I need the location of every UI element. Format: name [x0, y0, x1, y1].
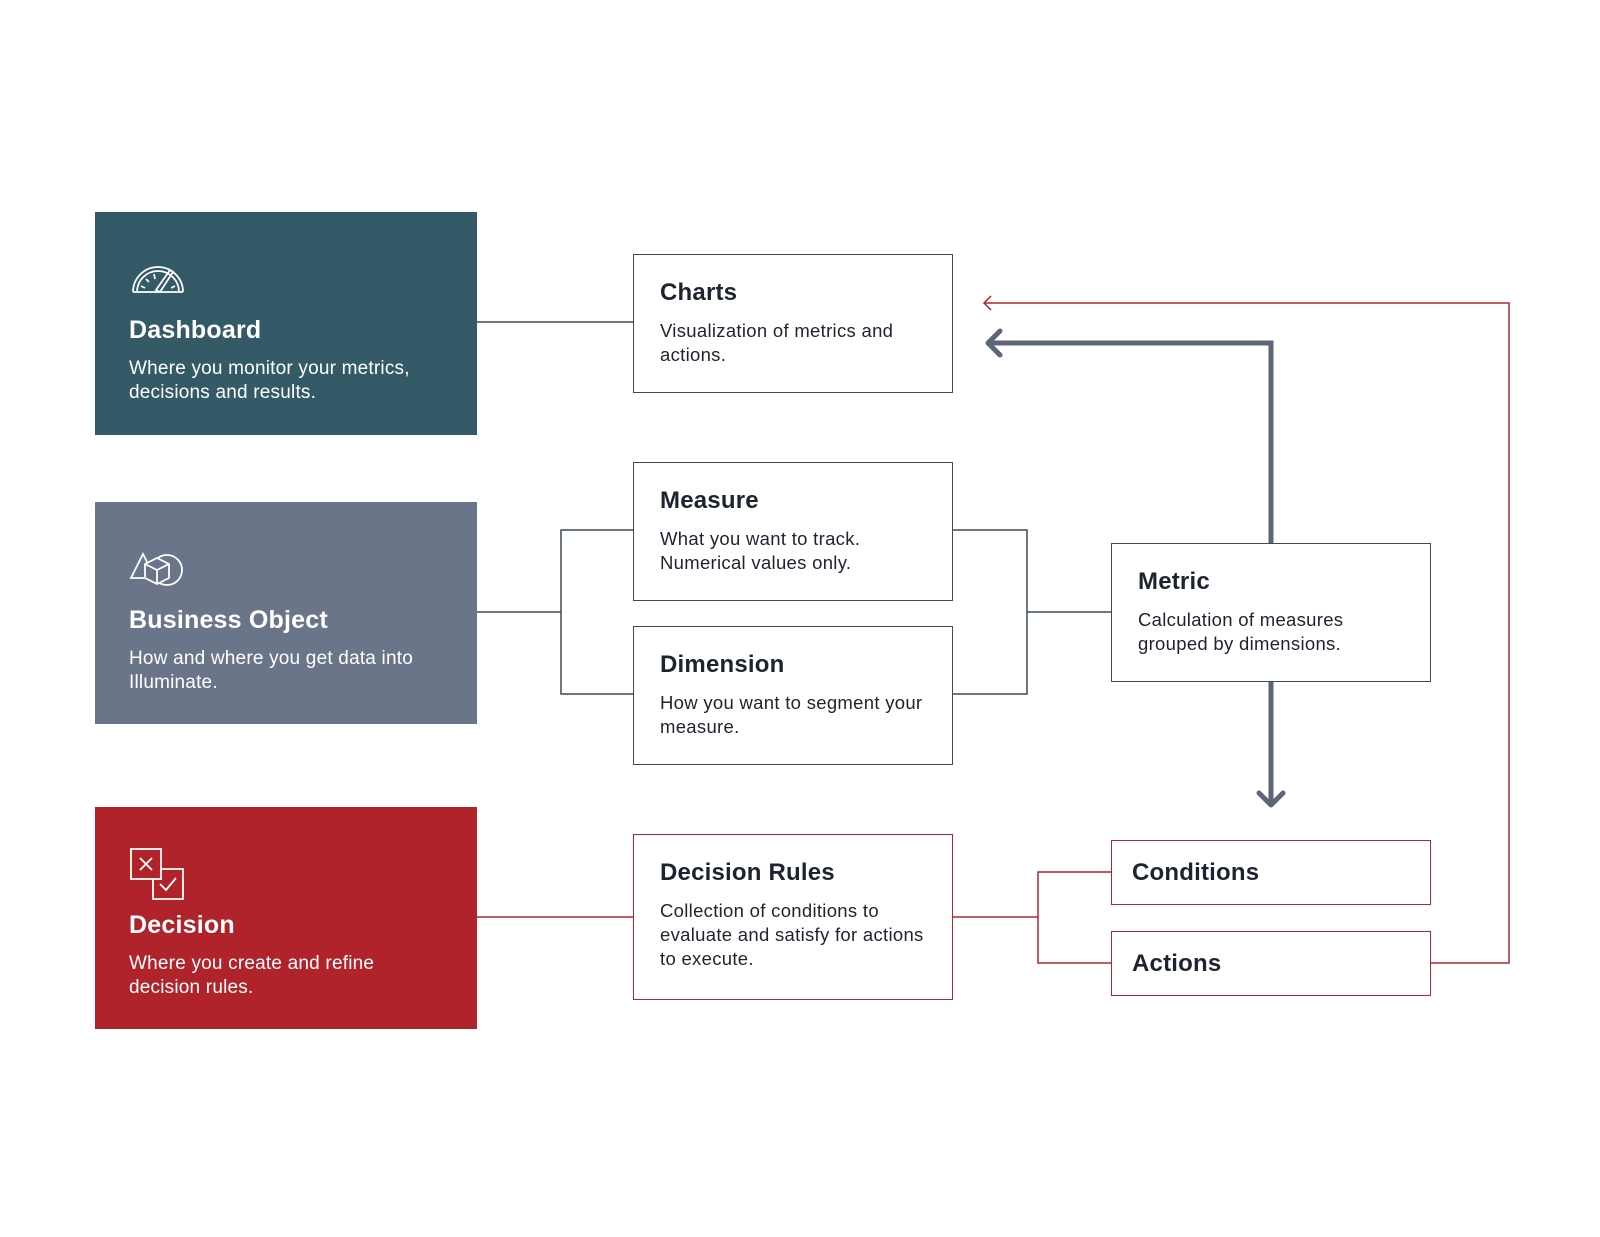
- dashboard-title: Dashboard: [129, 316, 262, 344]
- dimension-node: Dimension How you want to segment your m…: [633, 626, 953, 765]
- feedback-actions-to-charts: [984, 302, 1510, 964]
- measure-node: Measure What you want to track. Numerica…: [633, 462, 953, 601]
- dimension-title: Dimension: [660, 651, 785, 678]
- gauge-icon: [132, 266, 184, 294]
- dashboard-desc: Where you monitor your metrics, decision…: [129, 358, 410, 403]
- shapes-icon: [129, 551, 183, 586]
- decision-rules-node: Decision Rules Collection of conditions …: [633, 834, 953, 1000]
- metric-node: Metric Calculation of measures grouped b…: [1111, 543, 1431, 682]
- charts-title: Charts: [660, 279, 738, 306]
- actions-title: Actions: [1132, 949, 1222, 977]
- connector-bracket-left: [560, 529, 633, 695]
- actions-node: Actions: [1111, 931, 1431, 996]
- connector-bracket-right: [953, 529, 1028, 695]
- conditions-node: Conditions: [1111, 840, 1431, 905]
- metric-title: Metric: [1138, 568, 1210, 595]
- charts-node: Charts Visualization of metrics and acti…: [633, 254, 953, 393]
- charts-desc: Visualization of metrics and actions.: [660, 320, 894, 365]
- arrowhead-feedback: [982, 295, 992, 311]
- conditions-title: Conditions: [1132, 858, 1260, 886]
- connector-branch-cond-act: [1037, 871, 1111, 964]
- dashboard-card: Dashboard Where you monitor your metrics…: [95, 212, 477, 435]
- business-object-title: Business Object: [129, 606, 328, 634]
- business-object-desc: How and where you get data into Illumina…: [129, 648, 413, 693]
- decision-rules-desc: Collection of conditions to evaluate and…: [660, 900, 924, 969]
- measure-desc: What you want to track. Numerical values…: [660, 528, 861, 573]
- decision-rules-title: Decision Rules: [660, 859, 835, 886]
- decision-title: Decision: [129, 911, 235, 939]
- flow-arrow-metric-to-charts: [988, 340, 1274, 543]
- decision-desc: Where you create and refine decision rul…: [129, 953, 375, 998]
- metric-desc: Calculation of measures grouped by dimen…: [1138, 609, 1344, 654]
- measure-title: Measure: [660, 487, 759, 514]
- decision-checkbox-icon: [130, 848, 184, 900]
- arrowhead-charts: [985, 328, 1003, 358]
- dimension-desc: How you want to segment your measure.: [660, 692, 923, 737]
- business-object-card: Business Object How and where you get da…: [95, 502, 477, 724]
- decision-card: Decision Where you create and refine dec…: [95, 807, 477, 1029]
- arrowhead-conditions: [1256, 790, 1286, 808]
